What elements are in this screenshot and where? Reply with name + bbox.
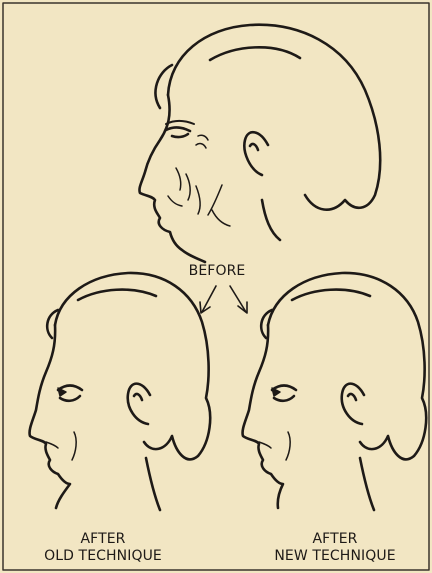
caption-after-new-line1: AFTER — [250, 531, 420, 548]
arrows — [200, 286, 247, 313]
before-profile — [139, 25, 380, 262]
caption-before-text: BEFORE — [172, 263, 262, 280]
caption-after-old-line1: AFTER — [28, 531, 178, 548]
caption-after-new: AFTER NEW TECHNIQUE — [250, 531, 420, 565]
caption-after-old: AFTER OLD TECHNIQUE — [28, 531, 178, 565]
caption-before: BEFORE — [172, 263, 262, 280]
caption-after-old-line2: OLD TECHNIQUE — [28, 548, 178, 565]
after-new-profile — [243, 273, 427, 510]
caption-after-new-line2: NEW TECHNIQUE — [250, 548, 420, 565]
after-old-profile — [30, 273, 211, 510]
